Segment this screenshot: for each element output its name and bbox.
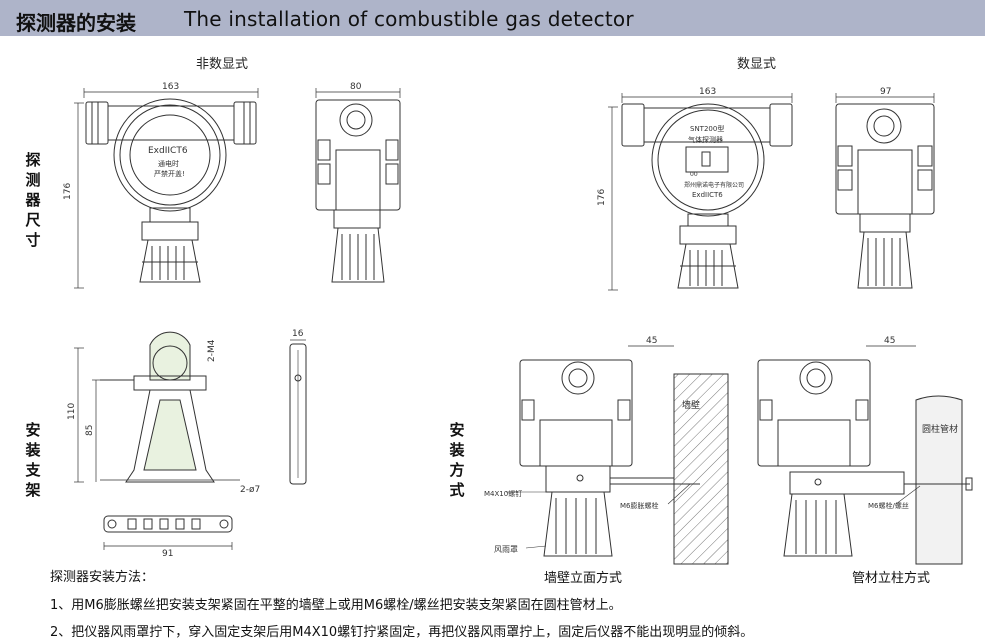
detector-b-company: 郑州鼎诺电子有限公司 xyxy=(684,181,744,189)
title-chinese: 探测器的安装 xyxy=(16,11,136,35)
section-label-dimensions: 探测器尺寸 xyxy=(25,151,41,249)
instructions-heading: 探测器安装方法： xyxy=(50,570,155,585)
dim-bracket-h1: 110 xyxy=(67,403,77,420)
detector-a-side: 80 xyxy=(315,82,401,283)
callout-m4-screw: M4X10螺钉 xyxy=(484,489,522,498)
section-label-method: 安装方式 xyxy=(449,421,465,499)
detector-b-name: 气体探测器 xyxy=(688,135,723,144)
dim-bracket-m4: 2-M4 xyxy=(207,339,217,362)
dim-pole-offset: 45 xyxy=(884,336,895,346)
dim-a-height: 176 xyxy=(63,183,73,200)
title-bar: 探测器的安装 The installation of combustible g… xyxy=(0,0,985,36)
detector-b-ex-mark: ExdIICT6 xyxy=(692,191,723,199)
bracket-front: 110 85 2-M4 2-ø7 xyxy=(67,331,260,495)
callout-pipe: 圆柱管材 xyxy=(922,423,958,435)
wall-mount-drawing: 45 墙壁 M4X10螺钉 M6膨胀螺栓 风雨罩 xyxy=(484,336,729,565)
detector-b-indicator: 00 xyxy=(690,171,698,178)
caption-pole-mount: 管材立柱方式 xyxy=(852,571,931,586)
caption-wall-mount: 墙壁立面方式 xyxy=(544,571,623,586)
callout-rain-cover: 风雨罩 xyxy=(494,545,518,554)
detector-b-model: SNT200型 xyxy=(690,124,724,133)
dim-b-side: 97 xyxy=(880,87,891,97)
callout-wall: 墙壁 xyxy=(682,399,700,411)
bracket-side: 16 xyxy=(289,329,307,485)
instruction-step-2: 2、把仪器风雨罩拧下，穿入固定支架后用M4X10螺钉拧紧固定，再把仪器风雨罩拧上… xyxy=(50,625,754,640)
dim-b-height: 176 xyxy=(597,189,607,206)
dim-wall-offset: 45 xyxy=(646,336,657,346)
detector-b-side: 97 xyxy=(835,87,935,289)
pole-mount-drawing: 45 圆柱管材 M6螺栓/螺丝 xyxy=(757,336,973,565)
dim-a-width: 163 xyxy=(162,82,179,92)
dim-bracket-hole: 2-ø7 xyxy=(240,485,260,495)
callout-m6-bolt: M6膨胀螺栓 xyxy=(620,501,659,510)
dim-bracket-base: 91 xyxy=(162,549,173,559)
section-label-bracket: 安装支架 xyxy=(25,421,41,499)
bracket-base: 91 xyxy=(103,515,233,559)
dim-bracket-h2: 85 xyxy=(85,425,95,436)
view-title-digital: 数显式 xyxy=(737,57,777,72)
detector-a-front: 163 176 ExdIICT6 通电时 严禁开盖! xyxy=(63,82,259,289)
dim-b-width: 163 xyxy=(699,87,716,97)
detector-a-ex-mark: ExdIICT6 xyxy=(148,146,188,156)
detector-a-warning-2: 严禁开盖! xyxy=(154,169,185,178)
title-english: The installation of combustible gas dete… xyxy=(184,7,634,31)
callout-m6-nut: M6螺栓/螺丝 xyxy=(868,501,909,510)
view-title-non-digital: 非数显式 xyxy=(196,57,249,72)
detector-a-warning-1: 通电时 xyxy=(158,159,179,168)
detector-b-front: 163 176 SNT200型 气体探测器 00 郑州鼎诺电子有限公司 ExdI… xyxy=(597,87,793,291)
dim-a-side: 80 xyxy=(350,82,362,92)
dim-bracket-thick: 16 xyxy=(292,329,304,339)
instruction-step-1: 1、用M6膨胀螺丝把安装支架紧固在平整的墙壁上或用M6螺栓/螺丝把安装支架紧固在… xyxy=(50,598,622,613)
